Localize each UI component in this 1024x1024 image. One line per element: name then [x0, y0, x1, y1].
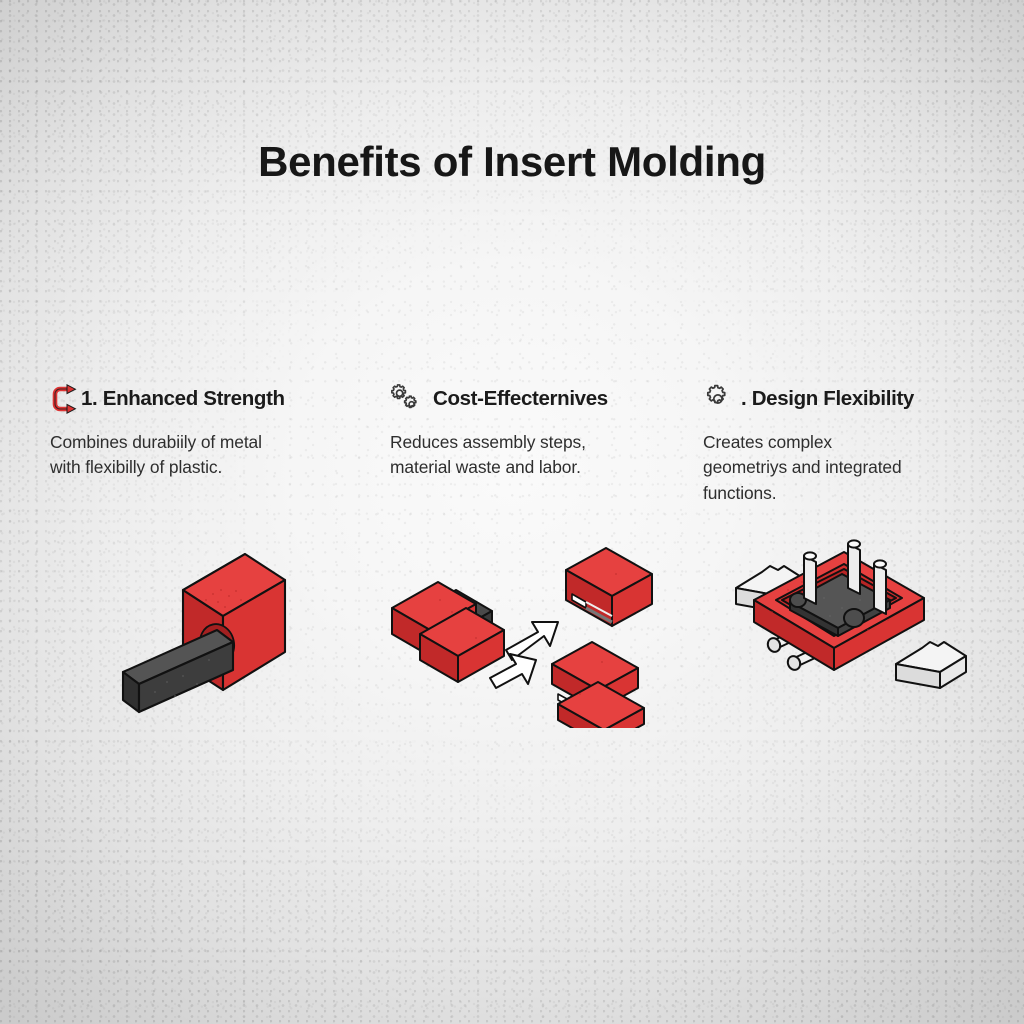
benefit-heading-1: 1. Enhanced Strength	[81, 387, 285, 410]
benefit-heading-2: Cost-Effecternives	[433, 387, 608, 410]
benefit-heading-row-3: . Design Flexibility	[703, 382, 993, 416]
benefit-heading-row-2: Cost-Effecternives	[390, 382, 680, 416]
red-arrow-bracket-icon	[50, 383, 80, 415]
benefit-heading-row-1: 1. Enhanced Strength	[50, 382, 350, 416]
complex-molded-connector-illustration	[728, 538, 968, 718]
red-block-with-metal-pin-illustration	[105, 532, 335, 727]
benefit-body-3: Creates complex geometriys and integrate…	[703, 432, 902, 503]
benefit-column-enhanced-strength: 1. Enhanced Strength Combines durabiily …	[50, 382, 350, 481]
mold-halves-with-arrows-illustration	[380, 538, 660, 747]
benefit-column-cost-effectiveness: Cost-Effecternives Reduces assembly step…	[390, 382, 680, 481]
benefit-body-2: Reduces assembly steps, material waste a…	[390, 432, 586, 478]
page-title: Benefits of Insert Molding	[258, 138, 766, 185]
benefit-column-design-flexibility: . Design Flexibility Creates complex geo…	[703, 382, 993, 506]
benefit-heading-3: . Design Flexibility	[741, 387, 914, 410]
double-gears-icon	[390, 384, 424, 414]
gear-icon	[703, 384, 739, 414]
benefit-body-1: Combines durabiily of metal with flexibi…	[50, 432, 262, 478]
